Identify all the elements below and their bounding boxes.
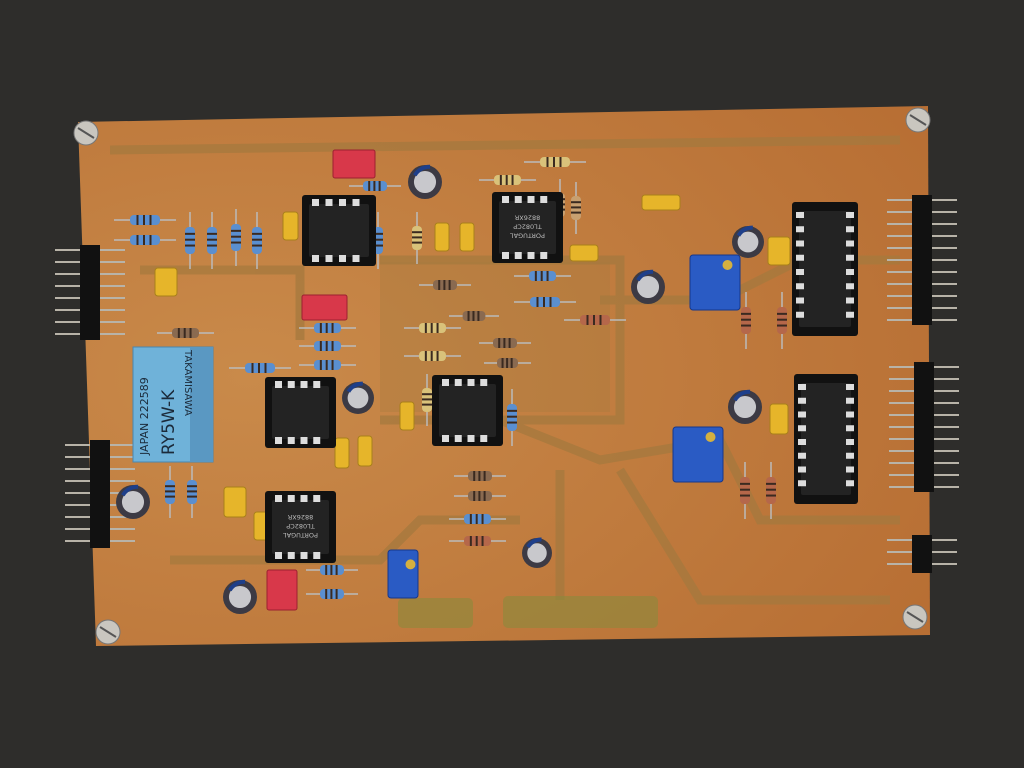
mounting-screw xyxy=(95,619,121,645)
ceramic-capacitor xyxy=(223,486,247,518)
resistor xyxy=(404,351,461,361)
resistor xyxy=(114,235,176,245)
relay-origin: JAPAN 222589 xyxy=(138,377,151,456)
resistor xyxy=(484,358,531,368)
resistor-vertical xyxy=(187,466,197,518)
silkscreen-pad xyxy=(503,596,658,628)
trimmer-potentiometer[interactable] xyxy=(689,254,741,311)
relay: JAPAN 222589 RY5W-K TAKAMISAWA xyxy=(132,346,214,463)
dip16-ic xyxy=(792,202,858,336)
resistor xyxy=(349,181,401,191)
ceramic-capacitor xyxy=(569,244,599,262)
resistor-vertical xyxy=(412,212,422,264)
ceramic-capacitor xyxy=(334,437,350,469)
resistor xyxy=(524,157,586,167)
resistor xyxy=(419,280,471,290)
adjust-screw-icon[interactable] xyxy=(405,559,416,570)
resistor-vertical xyxy=(766,462,776,519)
resistor xyxy=(299,323,356,333)
ic-marking-lot: 8826XR xyxy=(514,214,540,222)
ceramic-capacitor xyxy=(434,222,450,252)
resistor xyxy=(306,565,358,575)
dip16-ic xyxy=(794,374,858,504)
electrolytic-capacitor xyxy=(728,389,762,424)
resistor xyxy=(454,491,506,501)
resistor-vertical xyxy=(571,182,581,234)
resistor xyxy=(514,271,571,281)
resistor-vertical xyxy=(207,212,217,269)
mounting-screw xyxy=(902,604,928,630)
resistor xyxy=(449,536,506,546)
resistor xyxy=(404,323,461,333)
ceramic-capacitor xyxy=(459,222,475,252)
resistor-vertical xyxy=(165,466,175,518)
resistor xyxy=(514,297,576,307)
electrolytic-capacitor xyxy=(522,537,552,568)
resistor xyxy=(564,315,626,325)
ic-marking-origin: PORTUGAL xyxy=(510,232,545,240)
resistor-vertical xyxy=(422,374,432,426)
resistor-vertical xyxy=(777,292,787,349)
adjust-screw-icon[interactable] xyxy=(722,260,733,270)
resistor-vertical xyxy=(252,212,262,269)
silkscreen-pad xyxy=(398,598,473,628)
electrolytic-capacitor xyxy=(408,164,442,199)
resistor xyxy=(229,363,291,373)
mounting-screw xyxy=(73,120,99,146)
resistor xyxy=(479,338,531,348)
dip16-ic xyxy=(302,195,376,266)
resistor-vertical xyxy=(507,389,517,446)
ceramic-capacitor xyxy=(769,403,789,435)
electrolytic-capacitor xyxy=(342,381,374,414)
resistor xyxy=(114,215,176,225)
trimmer-potentiometer[interactable] xyxy=(387,549,419,599)
resistor xyxy=(157,328,214,338)
electrolytic-capacitor xyxy=(631,269,665,304)
ic-marking-lot: 8826XR xyxy=(287,513,313,521)
pin-header xyxy=(887,535,957,573)
ic-marking-part: TL082CP xyxy=(513,223,543,231)
resistor xyxy=(454,471,506,481)
dip16-ic xyxy=(265,377,336,448)
dip16-ic xyxy=(432,375,503,446)
resistor-vertical xyxy=(185,212,195,269)
electrolytic-capacitor xyxy=(732,225,764,258)
resistor xyxy=(449,311,499,321)
resistor-vertical xyxy=(740,462,750,519)
resistor-vertical xyxy=(231,209,241,266)
ceramic-capacitor xyxy=(641,194,681,211)
film-capacitor xyxy=(301,294,348,321)
film-capacitor xyxy=(332,149,376,179)
ic-marking-origin: PORTUGAL xyxy=(283,531,318,539)
ceramic-capacitor xyxy=(154,267,178,297)
electrolytic-capacitor xyxy=(223,579,257,614)
film-capacitor xyxy=(266,569,298,611)
pin-header xyxy=(65,440,135,548)
resistor xyxy=(299,360,356,370)
pin-header xyxy=(55,245,125,340)
ceramic-capacitor xyxy=(767,236,791,266)
pin-header xyxy=(889,362,959,492)
resistor xyxy=(306,589,358,599)
resistor xyxy=(299,341,356,351)
ceramic-capacitor xyxy=(357,435,373,467)
adjust-screw-icon[interactable] xyxy=(705,432,716,442)
ceramic-capacitor xyxy=(282,211,299,241)
relay-model: RY5W-K xyxy=(159,389,179,455)
resistor xyxy=(449,514,506,524)
pin-header xyxy=(887,195,957,325)
mounting-screw xyxy=(905,107,931,133)
relay-brand: TAKAMISAWA xyxy=(182,349,193,416)
trimmer-potentiometer[interactable] xyxy=(672,426,724,483)
electrolytic-capacitor xyxy=(116,484,150,519)
ic-marking-part: TL082CP xyxy=(286,522,316,530)
ceramic-capacitor xyxy=(399,401,415,431)
resistor xyxy=(479,175,536,185)
resistor-vertical xyxy=(741,292,751,349)
